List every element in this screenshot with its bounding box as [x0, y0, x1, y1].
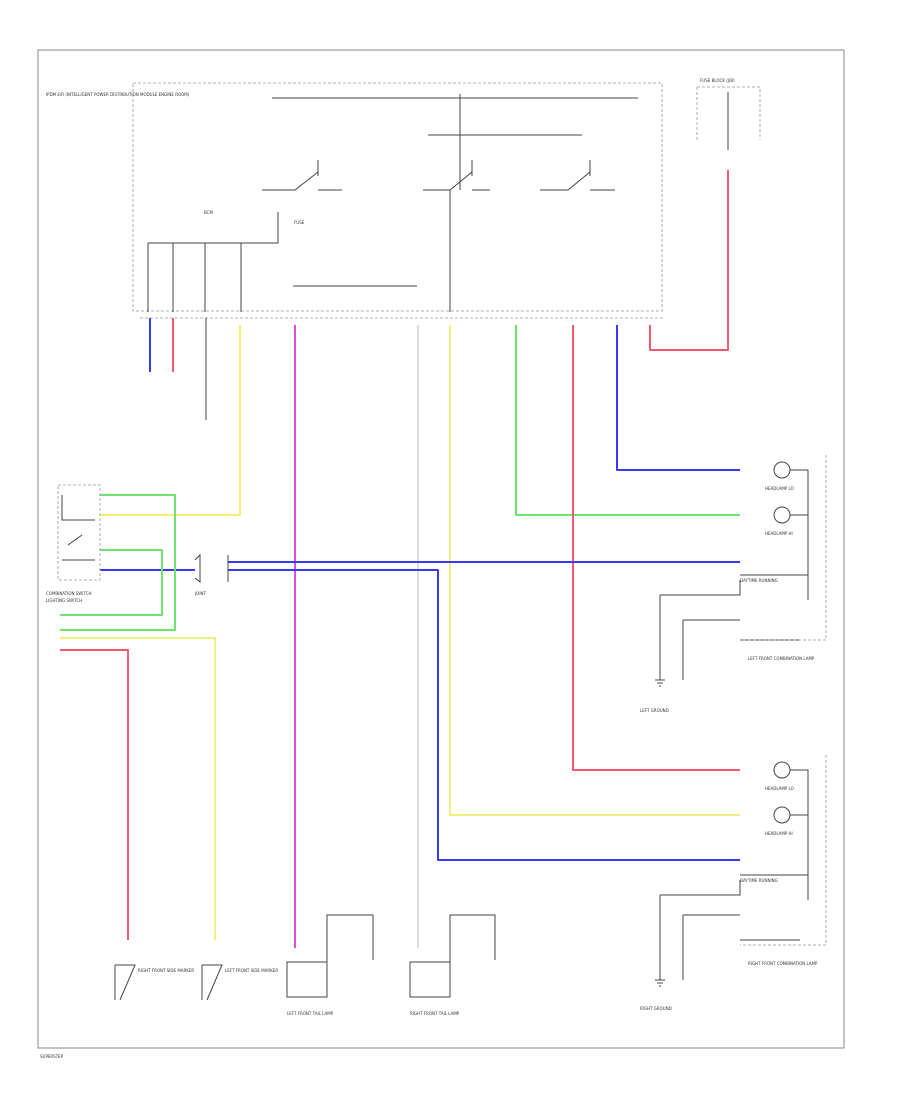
left-lamp-ground — [659, 469, 809, 680]
lighting-switch-label: LIGHTING SWITCH — [46, 598, 82, 603]
left-tail-lamp-box — [286, 961, 328, 998]
wire-green-switch-1 — [60, 494, 176, 631]
ground-right-label: RIGHT GROUND — [640, 1006, 672, 1011]
ground-symbol-left — [655, 679, 665, 687]
fuse-block-label: FUSE BLOCK (J/B) — [700, 78, 735, 83]
wire-yellow-marker — [60, 637, 216, 940]
left-lamp-dashed — [740, 455, 827, 641]
footer-label: SUPERSTEP — [40, 1054, 64, 1059]
combination-switch-label: COMBINATION SWITCH — [46, 591, 91, 596]
wire-yellow-bcm — [100, 325, 241, 516]
fuse-block-box — [696, 86, 761, 140]
wire-red-right — [572, 325, 740, 771]
right-side-marker-symbol — [114, 964, 136, 1001]
headlamp-hi-left — [773, 506, 791, 524]
combination-switch-box — [57, 484, 101, 581]
bcm-label: BCM — [204, 210, 213, 215]
headlamp-hi-right — [773, 806, 791, 824]
right-front-combination-label: RIGHT FRONT COMBINATION LAMP — [748, 961, 818, 966]
right-side-marker-label: RIGHT FRONT SIDE MARKER — [138, 968, 194, 973]
module-box — [132, 82, 663, 312]
wire-blue-horizontal — [100, 561, 740, 861]
wire-green-switch-2 — [60, 549, 163, 616]
headlamp-lo-right — [773, 761, 791, 779]
left-tail-lamp-label: LEFT FRONT TAIL LAMP — [287, 1011, 334, 1016]
headlamp-hi-left-label: HEADLAMP HI — [765, 531, 793, 536]
wire-red-fuse — [649, 170, 729, 351]
relay-switch-3 — [540, 160, 615, 191]
ground-left-label: LEFT GROUND — [640, 708, 669, 713]
wire-blue-left — [616, 325, 740, 471]
right-tail-lamp-box — [409, 961, 451, 998]
daytime-left-label: DAYTIME RUNNING — [740, 578, 778, 583]
right-lamp-dashed — [740, 755, 827, 946]
left-front-combination-label: LEFT FRONT COMBINATION LAMP — [748, 656, 815, 661]
left-tail-lamp-wire — [326, 914, 374, 962]
combination-switch-contacts — [61, 495, 95, 561]
wire-yellow-right — [449, 325, 740, 816]
right-tail-lamp-wire — [449, 914, 496, 962]
joint-label: JOINT — [194, 591, 207, 596]
joint-connector — [194, 553, 229, 584]
bcm-bracket — [147, 190, 451, 312]
diagram-frame — [37, 49, 845, 1049]
ground-symbol-right — [655, 979, 665, 987]
internal-bus — [272, 94, 638, 287]
headlamp-lo-left-label: HEADLAMP LO — [765, 486, 794, 491]
headlamp-lo-left — [773, 461, 791, 479]
right-lamp-ground — [659, 769, 809, 980]
wire-red-marker — [60, 649, 129, 940]
fuse-label: FUSE — [294, 220, 305, 225]
left-side-marker-label: LEFT FRONT SIDE MARKER — [225, 968, 278, 973]
wire-green-left — [515, 325, 740, 516]
left-side-marker-symbol — [201, 964, 223, 1001]
unit-header-label: IPDM E/R (INTELLIGENT POWER DISTRIBUTION… — [46, 92, 190, 97]
daytime-right-label: DAYTIME RUNNING — [740, 878, 778, 883]
headlamp-hi-right-label: HEADLAMP HI — [765, 831, 793, 836]
relay-switch-2 — [423, 160, 490, 191]
right-tail-lamp-label: RIGHT FRONT TAIL LAMP — [410, 1011, 460, 1016]
headlamp-lo-right-label: HEADLAMP LO — [765, 786, 794, 791]
relay-switch-1 — [262, 160, 342, 191]
